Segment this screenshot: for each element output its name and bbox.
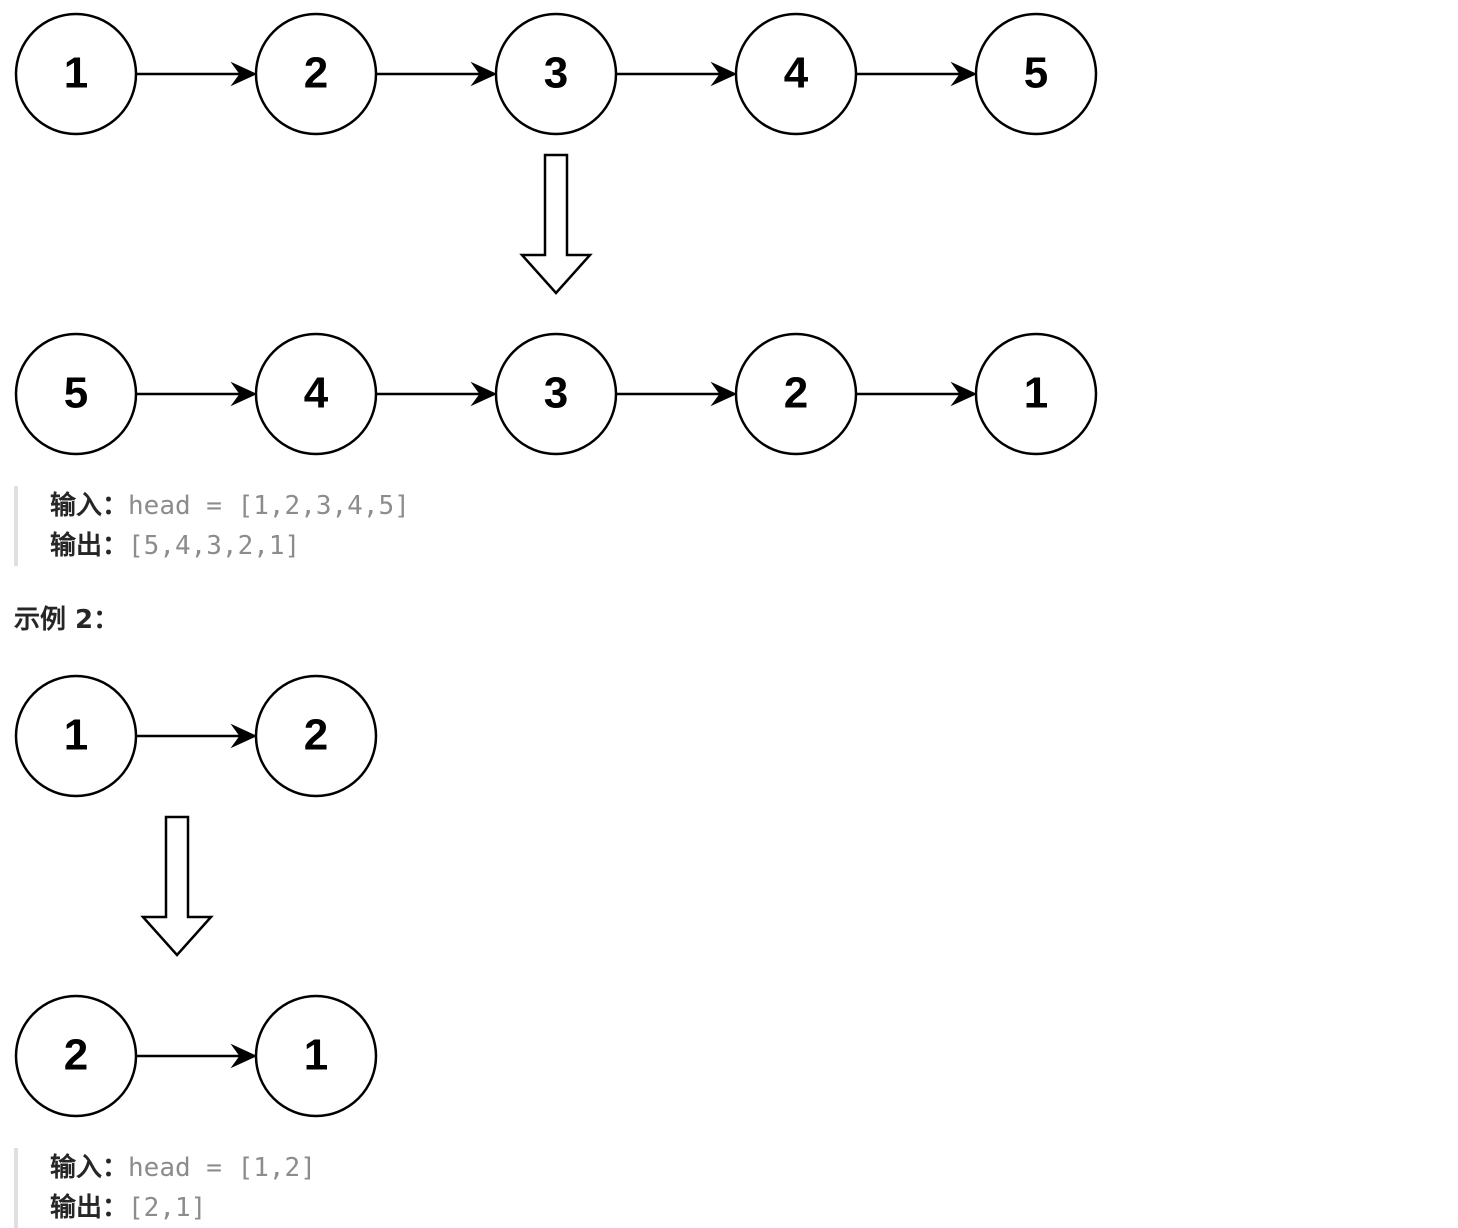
input-list-node: 4: [734, 12, 858, 136]
output-list-node: 2: [14, 994, 138, 1118]
arrow-head: [710, 61, 738, 87]
next-pointer-arrow: [376, 61, 498, 87]
input-label: 输入：: [50, 1153, 129, 1183]
arrow-head: [470, 381, 498, 407]
next-pointer-arrow: [856, 61, 978, 87]
input-list-node: 5: [974, 12, 1098, 136]
node-circle: [974, 12, 1098, 136]
output-list-node: 4: [254, 332, 378, 456]
node-value: 4: [784, 49, 809, 98]
node-value: 1: [64, 711, 88, 760]
node-circle: [974, 332, 1098, 456]
output-list-node: 1: [974, 332, 1098, 456]
input-label: 输入：: [50, 491, 129, 521]
node-circle: [254, 994, 378, 1118]
node-value: 1: [1024, 369, 1048, 418]
output-label: 输出：: [50, 531, 129, 561]
next-pointer-arrow: [136, 61, 258, 87]
next-pointer-arrow: [136, 723, 258, 749]
input-list-node: 2: [254, 12, 378, 136]
output-list-node: 2: [734, 332, 858, 456]
example-1-output-row: 输出：[5,4,3,2,1]: [50, 526, 410, 566]
node-value: 3: [544, 369, 568, 418]
arrow-head: [950, 61, 978, 87]
reverse-down-arrow-icon: [519, 153, 593, 295]
node-value: 1: [64, 49, 88, 98]
node-value: 5: [1024, 49, 1048, 98]
next-pointer-arrow: [856, 381, 978, 407]
input-list-node: 1: [14, 674, 138, 798]
next-pointer-arrow: [616, 61, 738, 87]
node-value: 4: [304, 369, 329, 418]
example-2-title: 示例 2：: [14, 605, 120, 635]
next-pointer-arrow: [136, 381, 258, 407]
example-2-input-row: 输入：head = [1,2]: [50, 1148, 316, 1188]
arrow-head: [230, 1043, 258, 1069]
node-value: 2: [64, 1031, 88, 1080]
output-value: [2,1]: [128, 1193, 207, 1223]
input-value: head = [1,2]: [128, 1153, 316, 1183]
arrow-head: [230, 723, 258, 749]
input-value: head = [1,2,3,4,5]: [128, 491, 410, 521]
input-list-node: 3: [494, 12, 618, 136]
node-circle: [254, 674, 378, 798]
output-value: [5,4,3,2,1]: [128, 531, 301, 561]
next-pointer-arrow: [376, 381, 498, 407]
node-value: 1: [304, 1031, 328, 1080]
node-value: 5: [64, 369, 88, 418]
node-value: 2: [304, 711, 328, 760]
next-pointer-arrow: [616, 381, 738, 407]
output-list-node: 3: [494, 332, 618, 456]
node-value: 2: [784, 369, 808, 418]
example-2-output-row: 输出：[2,1]: [50, 1188, 316, 1228]
arrow-head: [230, 381, 258, 407]
output-list-node: 5: [14, 332, 138, 456]
output-list-node: 1: [254, 994, 378, 1118]
example-2-io-block: 输入：head = [1,2] 输出：[2,1]: [14, 1148, 316, 1228]
example-1-io-block: 输入：head = [1,2,3,4,5] 输出：[5,4,3,2,1]: [14, 486, 410, 566]
arrow-head: [710, 381, 738, 407]
input-list-node: 1: [14, 12, 138, 136]
output-label: 输出：: [50, 1193, 129, 1223]
next-pointer-arrow: [136, 1043, 258, 1069]
node-value: 3: [544, 49, 568, 98]
reverse-down-arrow-icon: [140, 815, 214, 957]
example-1-input-row: 输入：head = [1,2,3,4,5]: [50, 486, 410, 526]
example-1-diagram: 1 2 3 4 5 5 4 3 2 1: [14, 12, 1098, 456]
input-list-node: 2: [254, 674, 378, 798]
arrow-head: [950, 381, 978, 407]
node-value: 2: [304, 49, 328, 98]
example-2-diagram: 1 2 2 1: [14, 674, 378, 1118]
arrow-head: [470, 61, 498, 87]
arrow-head: [230, 61, 258, 87]
